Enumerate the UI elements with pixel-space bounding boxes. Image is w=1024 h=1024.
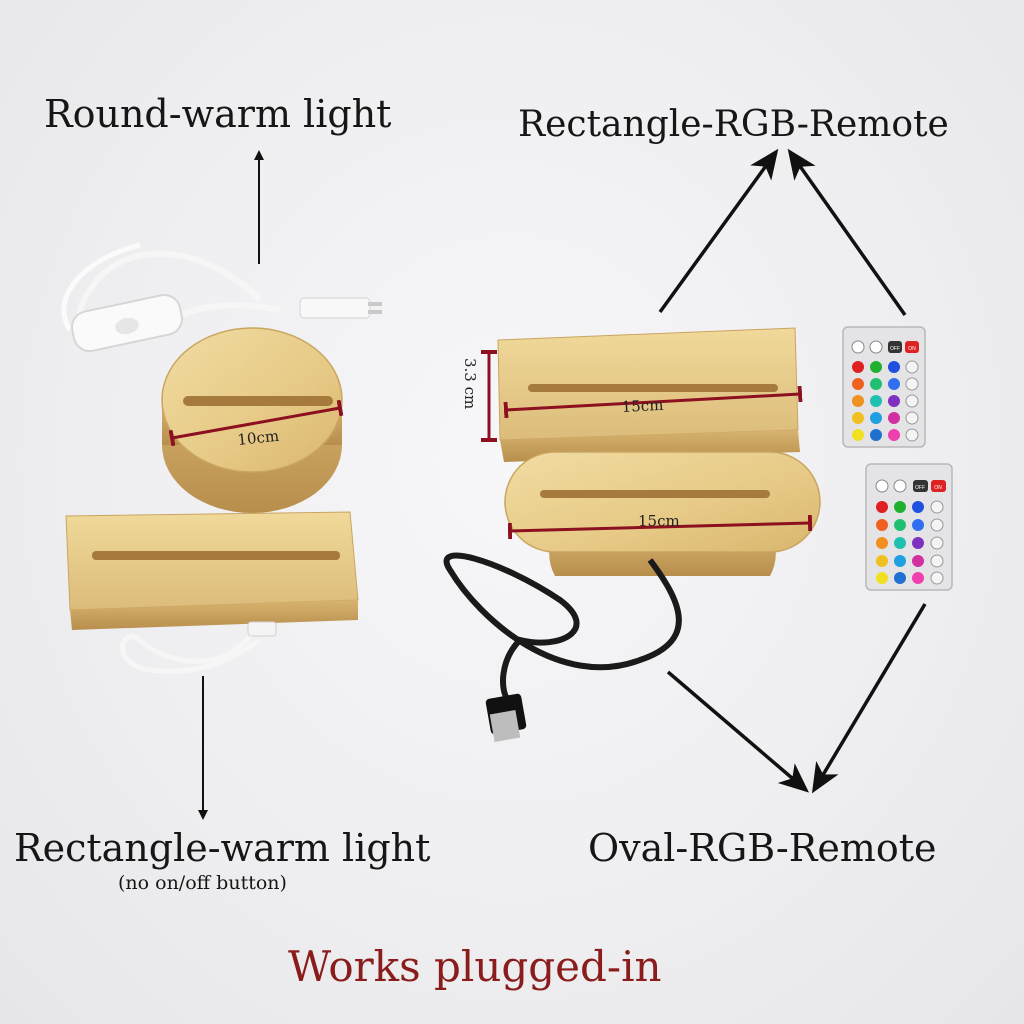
dimension-lines: 10cm 15cm 3.3 cm 15cm [168,350,813,540]
round-base-slot [183,396,333,406]
rectangle-warm-note: (no on/off button) [118,872,287,894]
remote-control-top: OFF ON [842,326,926,448]
rect-width-line [503,385,803,419]
oval-width-label: 15cm [638,512,680,530]
arrow-oval-rgb-right [811,603,927,794]
rectangle-warm-slot [92,551,340,560]
rectangle-warm-light-label: Rectangle-warm light [14,826,431,870]
oval-rgb-slot [540,490,770,498]
svg-text:OFF: OFF [890,346,900,352]
round-width-label: 10cm [237,427,280,449]
arrow-rect-rgb-left [658,148,779,314]
oval-rgb-cable [443,552,682,702]
oval-rgb-wood-base [443,451,821,743]
svg-text:OFF: OFF [915,485,925,491]
svg-text:ON: ON [934,485,942,491]
arrow-rect-rgb-right [787,148,907,317]
plug-head [299,297,371,319]
svg-text:ON: ON [908,346,916,352]
callout-arrows [198,148,927,820]
arrow-oval-rgb-left [666,670,810,793]
footer-caption: Works plugged-in [288,942,662,991]
rectangle-rgb-slot [528,384,778,392]
oval-width-line [507,514,813,540]
round-warm-light-label: Round-warm light [44,92,392,136]
remote-control-bottom: OFF ON [865,463,953,591]
rect-height-label: 3.3 cm [461,358,479,409]
oval-rgb-remote-label: Oval-RGB-Remote [588,826,937,870]
rect-width-label: 15cm [621,396,664,416]
round-width-line [168,399,344,447]
rectangle-warm-wood-base [65,511,359,674]
switch-button [115,317,139,335]
rectangle-rgb-remote-label: Rectangle-RGB-Remote [518,104,949,145]
round-wood-base [61,242,382,513]
rectangle-warm-cable [120,628,262,674]
